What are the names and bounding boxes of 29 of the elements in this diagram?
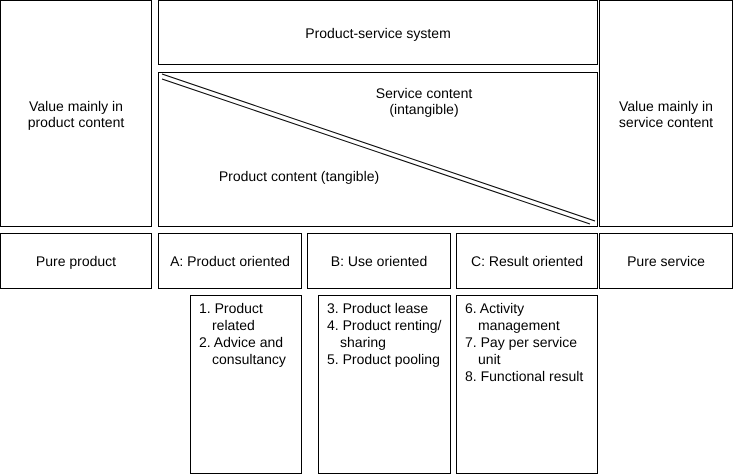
category-box [307, 233, 451, 289]
list-item: 8. Functional result [464, 368, 584, 385]
list-item: 7. Pay per service unit [464, 334, 578, 368]
box-label: Value mainly in service content [618, 98, 714, 130]
list-item: 5. Product pooling [326, 351, 441, 368]
list-item: 1. Product related [198, 300, 264, 334]
category-box [456, 233, 598, 289]
category-box [599, 233, 733, 289]
box-label: Pure service [627, 253, 705, 269]
list-box [456, 295, 598, 474]
box-label: Product-service system [305, 24, 451, 40]
box-label: Value mainly in product content [26, 98, 126, 130]
list-box [318, 295, 451, 474]
list-item: 2. Advice and consultancy [198, 334, 287, 368]
region-label: Service content (intangible) [374, 85, 474, 117]
category-box [0, 0, 152, 227]
category-box [0, 233, 152, 289]
region-label: Product content (tangible) [218, 168, 380, 184]
list-item: 3. Product lease [326, 300, 430, 317]
header-box [158, 0, 598, 65]
list-box [190, 295, 302, 474]
list-item: 4. Product renting/ sharing [326, 317, 442, 351]
box-label: A: Product oriented [170, 253, 290, 269]
box-label: C: Result oriented [470, 253, 584, 269]
list-item: 6. Activity management [464, 300, 561, 334]
box-label: Pure product [36, 253, 116, 269]
category-box [158, 233, 302, 289]
box-label: B: Use oriented [330, 253, 428, 269]
category-box [599, 0, 733, 227]
